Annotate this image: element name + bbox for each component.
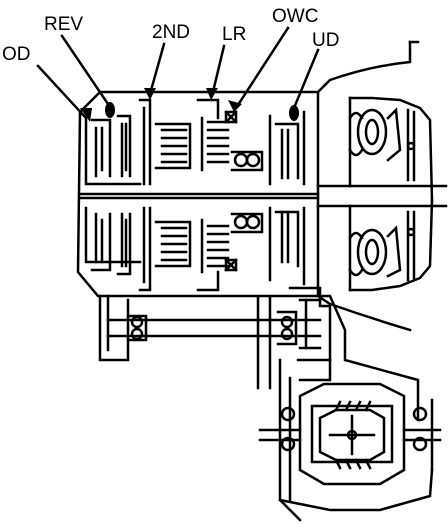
lr-leader-line	[210, 44, 226, 98]
od-leader-line	[36, 64, 88, 120]
owc-arrowhead	[228, 100, 242, 112]
component-labels: OD REV 2ND LR OWC UD	[2, 6, 339, 65]
rev-leader-line	[60, 34, 110, 106]
lr-arrowhead	[206, 88, 218, 100]
label-rev: REV	[44, 14, 83, 35]
label-lr: LR	[222, 24, 246, 45]
od-rev-clutch-lower	[84, 206, 306, 292]
second-arrowhead	[144, 88, 156, 100]
transfer-and-differential	[106, 286, 442, 522]
od-rev-clutch-upper	[84, 98, 306, 186]
label-od: OD	[2, 44, 31, 65]
ud-arrowhead	[289, 105, 299, 121]
ud-leader-line	[292, 48, 320, 110]
rev-arrowhead	[105, 102, 115, 118]
od-arrowhead	[80, 108, 92, 122]
label-ud: UD	[312, 30, 339, 51]
label-leaders	[36, 26, 320, 122]
label-2nd: 2ND	[152, 22, 190, 43]
label-owc: OWC	[272, 6, 318, 27]
torque-converter	[316, 40, 448, 332]
second-leader-line	[148, 42, 166, 96]
owc-leader-line	[234, 26, 290, 110]
